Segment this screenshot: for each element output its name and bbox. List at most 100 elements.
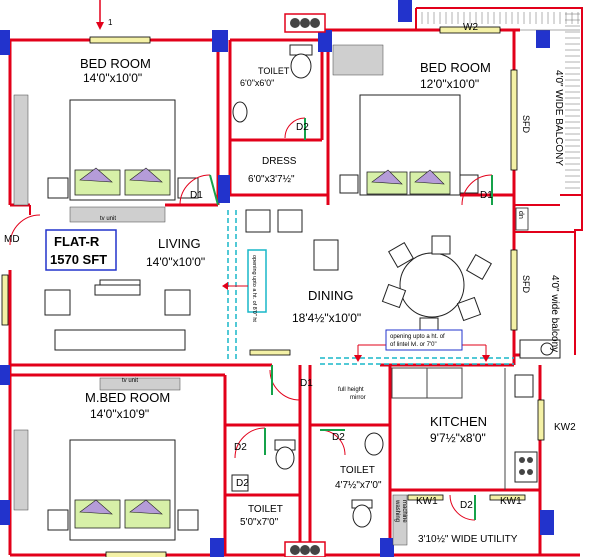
- window-label-w2: W2: [463, 22, 478, 33]
- room-dims-dining: 18'4½"x10'0": [292, 311, 361, 325]
- window-glazing: [249, 349, 291, 356]
- flat-badge: [45, 229, 117, 271]
- room-name-balcony-bottom: 4'0" wide balcony: [549, 275, 560, 352]
- openings: [222, 210, 514, 365]
- window-block: [210, 538, 224, 557]
- window-block: [0, 500, 10, 525]
- door-label-sfd-top: SFD: [521, 115, 531, 134]
- window-mark: [96, 0, 104, 30]
- dress-wardrobe: [332, 44, 384, 76]
- window-label-kw1-right: KW1: [500, 496, 522, 507]
- window-glazing: [89, 36, 151, 44]
- room-dims-kitchen: 9'7½"x8'0": [430, 431, 486, 445]
- room-name-toilet-bottom: TOILET: [248, 504, 283, 515]
- room-name-bedroom-left: BED ROOM: [80, 56, 151, 71]
- opening-kitchen-label-2: of lintel lvl. or 7'0": [390, 342, 437, 348]
- tv-unit-label-mbed: tv unit: [122, 378, 138, 384]
- window-glazing: [510, 69, 518, 171]
- window-block: [218, 175, 230, 203]
- window-label-kw2: KW2: [554, 422, 576, 433]
- room-dims-toilet-bottom: 5'0"x7'0": [240, 517, 279, 528]
- window-label-kw1-left: KW1: [416, 496, 438, 507]
- mirror-label-1: full height: [338, 387, 364, 393]
- kitchen: [391, 367, 538, 490]
- tv-unit: [69, 206, 166, 223]
- room-name-utility: 3'10½" WIDE UTILITY: [418, 534, 518, 545]
- room-dims-bedroom-right: 12'0"x10'0": [420, 77, 479, 91]
- room-name-kitchen: KITCHEN: [430, 414, 487, 429]
- mirror-label-2: mirror: [350, 395, 366, 401]
- bedroom-left: [13, 94, 199, 511]
- duct: [515, 207, 529, 231]
- washing-machine-label-1: washing: [394, 499, 400, 522]
- window-glazing: [510, 249, 518, 331]
- flat-name: FLAT-R: [54, 234, 100, 249]
- window-block: [380, 538, 394, 557]
- door-label-d1-left: D1: [190, 190, 203, 201]
- opening-kitchen-label-1: opening upto a ht. of: [390, 334, 445, 340]
- door-label-d2-toilet-bottom: D2: [236, 478, 249, 489]
- room-dims-master-bedroom: 14'0"x10'9": [90, 407, 149, 421]
- window-block: [540, 510, 554, 535]
- room-name-living: LIVING: [158, 236, 201, 251]
- room-name-dress: DRESS: [262, 156, 297, 167]
- window-glazing: [439, 26, 501, 34]
- window-mark-label: 1: [108, 18, 113, 27]
- master-bedroom: [47, 365, 301, 541]
- room-name-bedroom-right: BED ROOM: [420, 60, 491, 75]
- room-dims-toilet-mid: 4'7½"x7'0": [335, 480, 382, 491]
- room-name-toilet-mid: TOILET: [340, 465, 375, 476]
- room-name-master-bedroom: M.BED ROOM: [85, 390, 170, 405]
- window-block: [0, 365, 10, 385]
- window-glazing: [537, 399, 545, 441]
- toilet-bottom: [231, 427, 296, 492]
- tv-unit: [99, 377, 181, 391]
- utility: [392, 494, 476, 546]
- door-label-d1-mbed: D1: [300, 378, 313, 389]
- toilet-mid: [319, 429, 384, 528]
- flat-area: 1570 SFT: [50, 252, 107, 267]
- room-name-balcony-top: 4'0" WIDE BALCONY: [553, 70, 564, 166]
- door-label-d2-utility: D2: [460, 500, 473, 511]
- window-block: [398, 0, 412, 22]
- washing-machine: [392, 494, 408, 546]
- door-label-d1-right: D1: [480, 190, 493, 201]
- wardrobe-hatch: [13, 94, 29, 511]
- window-blocks: [0, 0, 554, 557]
- window-glazing: [105, 551, 167, 557]
- washing-machine-label-2: machine: [401, 500, 407, 523]
- opening-kitchen-box: [385, 329, 463, 351]
- bed: [47, 99, 199, 201]
- window-glazing: [1, 274, 9, 326]
- windows: [1, 26, 545, 557]
- window-block: [212, 30, 228, 52]
- room-name-toilet-top: TOILET: [258, 66, 290, 76]
- window-block: [0, 30, 10, 55]
- labels: BED ROOM 14'0"x10'0" BED ROOM 12'0"x10'0…: [4, 18, 576, 545]
- room-dims-dress: 6'0"x3'7½": [248, 174, 295, 185]
- opening-living-label: opening upto a ht. of 8'0" ht: [251, 255, 257, 322]
- door-label-md: MD: [4, 234, 20, 245]
- vent-grilles: [284, 13, 326, 557]
- window-block: [318, 30, 332, 52]
- dress: [332, 44, 384, 76]
- balcony-top: [421, 12, 580, 189]
- duct-label: dn: [517, 211, 524, 219]
- door-label-d2-toilet-mid: D2: [332, 432, 345, 443]
- room-name-dining: DINING: [308, 288, 354, 303]
- room-dims-bedroom-left: 14'0"x10'0": [83, 71, 142, 85]
- door-label-sfd-bottom: SFD: [521, 275, 531, 294]
- window-block: [536, 30, 550, 48]
- living: [9, 174, 339, 351]
- room-dims-living: 14'0"x10'0": [146, 255, 205, 269]
- window-glazing: [489, 494, 526, 501]
- bedroom-right: [339, 94, 493, 206]
- room-dims-toilet-top: 6'0"x6'0": [240, 78, 274, 88]
- door-label-d2-toilet-top: D2: [296, 122, 309, 133]
- door-label-d2-mbed: D2: [234, 442, 247, 453]
- dining: [381, 235, 561, 359]
- toilet-top: [232, 44, 313, 140]
- tv-unit-label-top: tv unit: [100, 216, 116, 222]
- window-glazing: [407, 494, 444, 501]
